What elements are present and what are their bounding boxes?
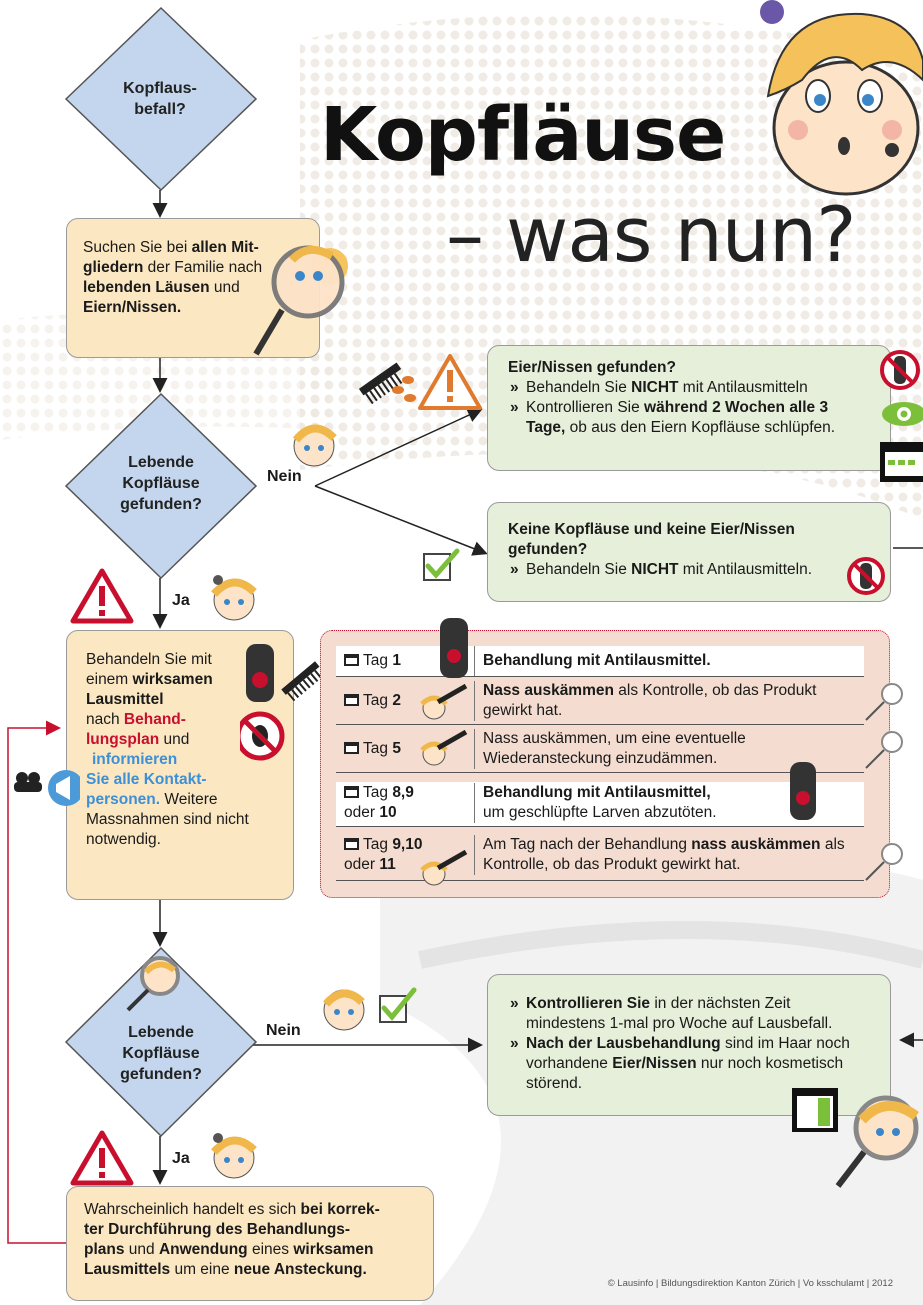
warning-triangle-icon xyxy=(70,1130,134,1186)
final-box-text: Wahrscheinlich handelt es sich bei korre… xyxy=(84,1201,380,1278)
control-bullet-2: Nach der Lausbehandlung sind im Haar noc… xyxy=(508,1034,858,1094)
final-box xyxy=(66,1186,434,1301)
schedule-row: Tag 5 Nass auskämmen, um eine eventuelle… xyxy=(336,726,864,773)
no-shampoo-icon xyxy=(847,557,885,595)
warning-triangle-icon xyxy=(70,568,134,624)
diamond2-label: Lebende Kopfläuse gefunden? xyxy=(120,454,202,513)
control-bullet-1: Kontrollieren Sie in der nächsten Zeit m… xyxy=(508,994,858,1034)
label-nein-2: Nein xyxy=(266,1022,301,1039)
eggs-found-bullet-2: Kontrollieren Sie während 2 Wochen alle … xyxy=(508,398,858,438)
calendar-magnifier-icons xyxy=(792,1088,919,1188)
schedule-row: Tag 2 Nass auskämmen als Kontrolle, ob d… xyxy=(336,678,864,725)
eggs-found-content: Eier/Nissen gefunden? Behandeln Sie NICH… xyxy=(508,358,858,438)
magnifier-icon xyxy=(253,245,348,356)
schedule-row: Tag 1 Behandlung mit Antilausmittel. xyxy=(336,646,864,677)
calendar-icon xyxy=(344,694,359,706)
none-found-heading: Keine Kopfläuse und keine Eier/Nissen ge… xyxy=(508,521,795,558)
control-box-content: Kontrollieren Sie in der nächsten Zeit m… xyxy=(508,994,858,1094)
treat-box-text: Behandeln Sie mit einem wirksamen Lausmi… xyxy=(86,651,249,848)
child-face-icon xyxy=(211,1133,257,1179)
decision-diamond-2 xyxy=(64,392,258,580)
eggs-found-heading: Eier/Nissen gefunden? xyxy=(508,359,676,376)
shampoo-comb-nolouse-icons xyxy=(240,644,323,761)
calendar-icon xyxy=(344,654,359,666)
diamond1-label: Kopflaus- befall? xyxy=(123,80,197,118)
check-icon xyxy=(423,548,460,581)
search-box-text: Suchen Sie bei allen Mit- gliedern der F… xyxy=(83,239,263,316)
footer-credit: © Lausinfo | Bildungsdirektion Kanton Zü… xyxy=(607,1278,893,1289)
schedule-icons xyxy=(420,618,468,886)
decision-diamond-1 xyxy=(64,6,258,192)
none-found-content: Keine Kopfläuse und keine Eier/Nissen ge… xyxy=(508,520,843,580)
title-line1: Kopfläuse xyxy=(320,92,726,178)
eggs-found-bullet-1: Behandeln Sie NICHT mit Antilausmitteln xyxy=(508,378,858,398)
child-face-icon xyxy=(211,575,257,621)
comb-eggs-warning-icon xyxy=(358,354,482,410)
megaphone-icon xyxy=(14,770,80,806)
calendar-icon xyxy=(344,786,359,798)
child-face-icon xyxy=(292,424,337,467)
face-check-icons xyxy=(323,987,417,1031)
diamond3-label: Lebende Kopfläuse gefunden? xyxy=(120,1024,202,1083)
label-nein-1: Nein xyxy=(267,468,302,485)
none-found-bullet-1: Behandeln Sie NICHT mit Antilausmitteln. xyxy=(508,560,843,580)
none-found-box xyxy=(487,502,891,602)
calendar-icon xyxy=(344,838,359,850)
label-ja-2: Ja xyxy=(172,1150,190,1167)
decision-diamond-3 xyxy=(64,946,258,1138)
calendar-icon xyxy=(344,742,359,754)
title-line2: – was nun? xyxy=(446,190,856,279)
no-shampoo-eye-calendar-icons xyxy=(880,350,923,482)
magnifier-icons xyxy=(865,683,903,881)
child-face-icon xyxy=(760,0,923,196)
magnifier-icon xyxy=(126,956,180,1012)
shampoo-bottle-icon xyxy=(790,762,816,820)
label-ja-1: Ja xyxy=(172,592,190,609)
